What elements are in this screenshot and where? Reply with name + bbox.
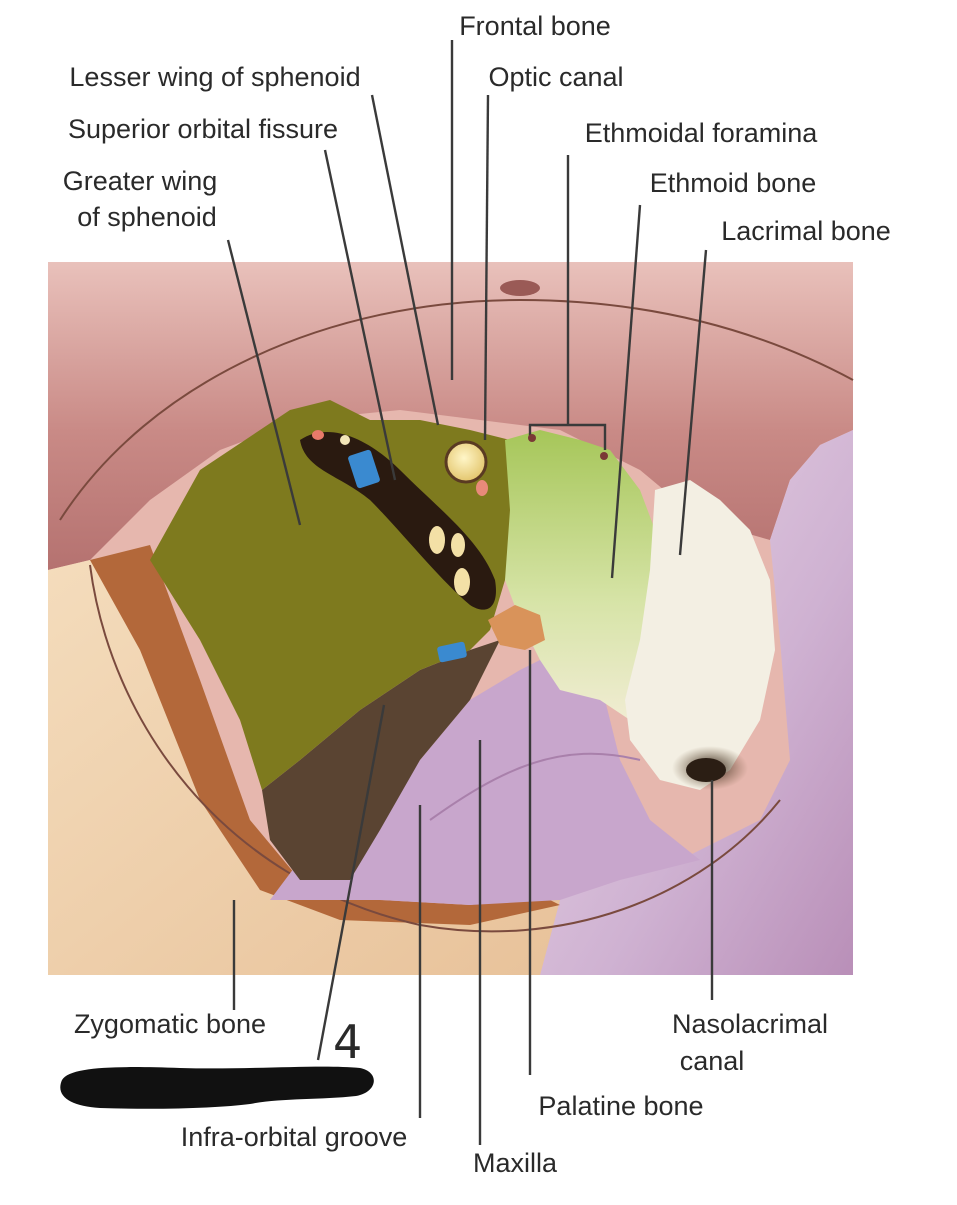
frontal-bone-label: Frontal bone: [459, 11, 611, 41]
handwritten-number: 4: [333, 1015, 362, 1069]
frontal-bone-region: [48, 262, 853, 570]
ethmoid-bone-label: Ethmoid bone: [650, 168, 817, 198]
optic-canal-leader: [483, 94, 490, 441]
maxilla-label: Maxilla: [473, 1148, 558, 1178]
foramen-spot: [312, 430, 324, 440]
foramen-spot: [454, 568, 470, 596]
superior-orbital-fissure-label: Superior orbital fissure: [68, 114, 338, 144]
greater-wing-label-line1: Greater wing: [63, 166, 218, 196]
lacrimal-bone-leader: [678, 249, 708, 556]
infra-orbital-groove-leader: [316, 704, 386, 1061]
superior-orbital-fissure-region: [300, 431, 496, 610]
ethmoid-bone-leader: [610, 204, 642, 579]
ethmoidal-foramen: [600, 452, 608, 460]
nasolacrimal-canal-core: [686, 758, 726, 782]
nasolacrimal-label-line2: canal: [680, 1046, 745, 1076]
superior-orbital-fissure-leader: [323, 149, 397, 481]
greater-wing-leader: [226, 239, 302, 526]
nerve-marker: [348, 449, 380, 489]
supraorbital-margin: [59, 298, 854, 521]
foramen-spot: [340, 435, 350, 445]
foramen-spot: [451, 533, 465, 557]
maxilla-outer-region: [540, 430, 853, 975]
zygomatic-bone-label: Zygomatic bone: [74, 1009, 266, 1039]
optic-canal-label: Optic canal: [488, 62, 623, 92]
infraorbital-margin: [89, 564, 781, 933]
greater-wing-label-line2: of sphenoid: [77, 202, 217, 232]
zygomatic-orbital-surface: [90, 545, 560, 925]
palatine-bone-region: [488, 605, 545, 650]
maxilla-orbital-surface: [270, 650, 700, 905]
lesser-wing-label: Lesser wing of sphenoid: [69, 62, 360, 92]
lesser-wing-leader: [370, 94, 440, 426]
redaction-blot: [60, 1066, 374, 1109]
zygomatic-bone-region: [48, 560, 560, 975]
palatine-bone-label: Palatine bone: [538, 1091, 703, 1121]
nasolacrimal-label-line1: Nasolacrimal: [672, 1009, 828, 1039]
infra-orbital-groove-label: Infra-orbital groove: [181, 1122, 408, 1152]
foramen-spot: [429, 526, 445, 554]
optic-canal-opening: [444, 440, 488, 484]
lacrimal-bone-label: Lacrimal bone: [721, 216, 891, 246]
lacrimal-bone-region: [625, 480, 775, 790]
infra-orbital-groove-region: [262, 640, 500, 880]
ethmoidal-foramina-label: Ethmoidal foramina: [585, 118, 819, 148]
nerve-marker: [437, 641, 467, 663]
ethmoidal-foramen: [528, 434, 536, 442]
ophthalmic-artery: [476, 480, 488, 496]
maxilla-contour: [429, 752, 641, 821]
supraorbital-notch: [500, 280, 540, 296]
